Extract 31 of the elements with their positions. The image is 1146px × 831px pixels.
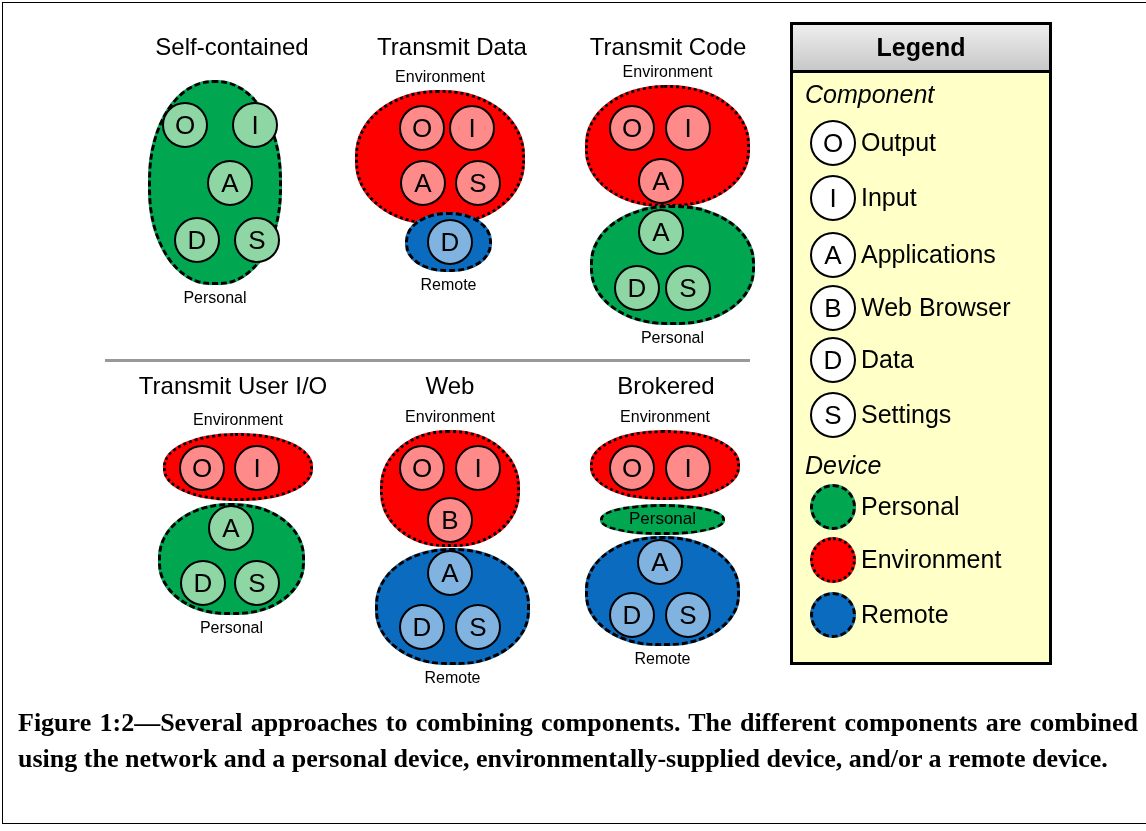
legend-text: Remote — [861, 600, 949, 629]
legend-category: Component — [805, 80, 935, 109]
legend-text: Applications — [861, 240, 996, 269]
device-label: Environment — [404, 408, 496, 426]
legend-text: Settings — [861, 400, 952, 429]
legend-text: Environment — [861, 545, 1002, 574]
legend-category: Device — [805, 451, 882, 480]
device-label: Personal — [198, 619, 265, 637]
device-label: Remote — [633, 650, 692, 668]
device-label: Remote — [419, 276, 478, 294]
panel-title: Self-contained — [154, 33, 310, 61]
panel-title: Web — [424, 372, 476, 400]
legend-text: Input — [861, 183, 917, 212]
legend-text: Data — [861, 345, 914, 374]
panel-title: Transmit Data — [376, 33, 528, 61]
device-label: Environment — [621, 63, 714, 81]
device-label: Personal — [182, 289, 248, 307]
legend-text: Output — [861, 128, 937, 157]
device-label: Personal — [639, 329, 706, 347]
panel-title: Brokered — [616, 372, 716, 400]
legend-text: Web Browser — [861, 293, 1011, 322]
device-label: Environment — [192, 411, 284, 429]
panel-title: Transmit Code — [588, 33, 748, 61]
panel-title: Transmit User I/O — [137, 372, 329, 400]
legend-text: Personal — [861, 492, 960, 521]
legend-header: Legend — [793, 25, 1049, 73]
device-label: Environment — [394, 68, 486, 86]
device-label: Personal — [627, 509, 698, 529]
device-label: Environment — [619, 408, 711, 426]
figure-caption: Figure 1:2—Several approaches to combining components. The different components are combined using the network and a personal device, environmentally-supplied device, and/or a remote device. — [18, 707, 1138, 775]
device-label: Remote — [423, 669, 482, 687]
